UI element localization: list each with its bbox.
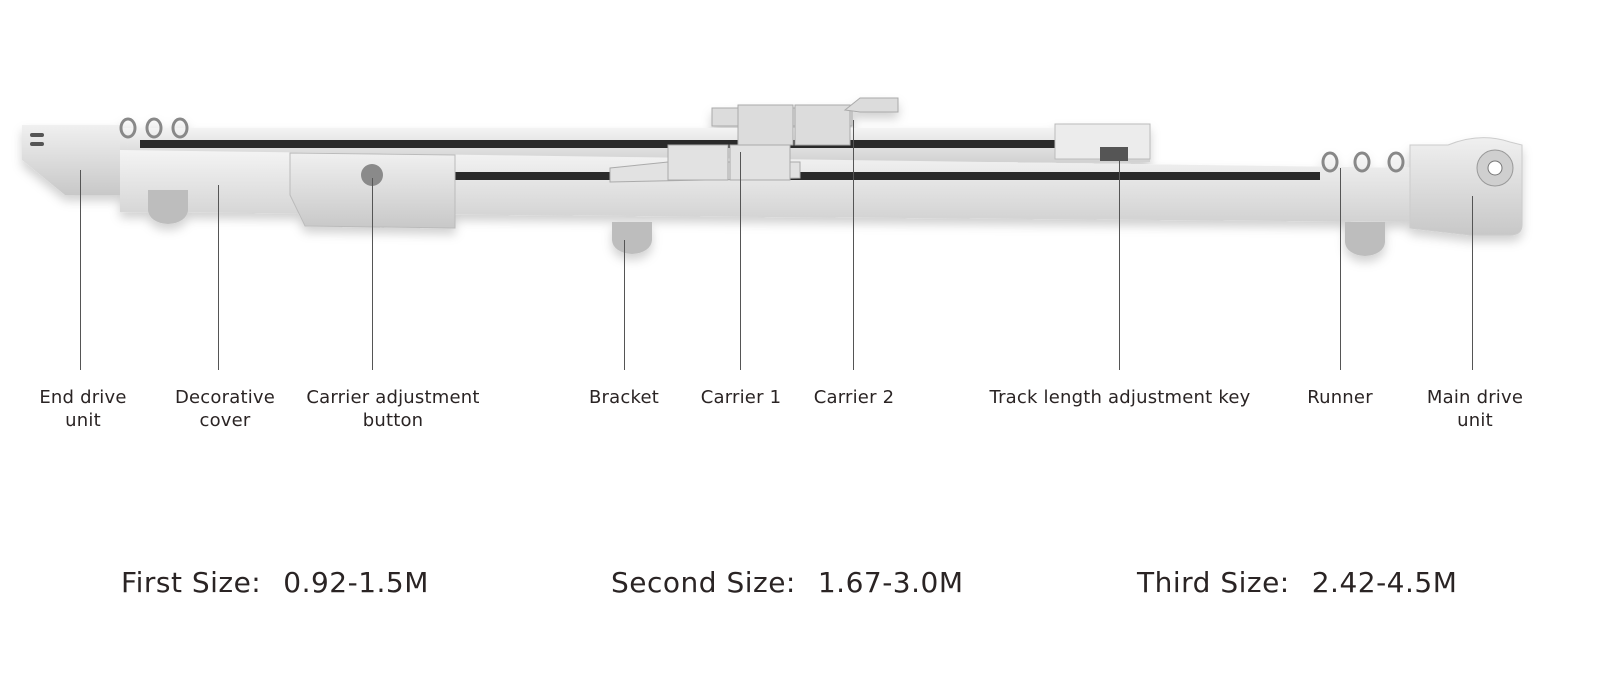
bracket: [148, 190, 1385, 256]
label-carrier-2: Carrier 2: [813, 387, 895, 408]
label-carrier-1: Carrier 1: [700, 387, 782, 408]
size-name: Third Size:: [1137, 566, 1290, 599]
size-second: Second Size: 1.67-3.0M: [611, 566, 964, 599]
end-drive-unit: [22, 125, 120, 195]
runner-rings: [119, 117, 1405, 173]
back-belt: [140, 140, 1055, 148]
size-range: 2.42-4.5M: [1311, 566, 1458, 599]
leader-carrier-2: [853, 120, 854, 370]
size-range: 0.92-1.5M: [283, 566, 429, 599]
carrier-2-shape: [711, 97, 899, 146]
label-main-drive-unit: Main drive unit: [1426, 387, 1524, 431]
label-runner: Runner: [1307, 387, 1373, 408]
leader-decorative-cover: [218, 185, 219, 370]
leader-carrier-adjustment-button: [372, 178, 373, 370]
leader-carrier-1: [740, 152, 741, 370]
main-drive-unit: [1409, 137, 1523, 236]
label-decorative-cover: Decorative cover: [174, 387, 276, 431]
leader-track-length-adjustment-key: [1119, 155, 1120, 370]
leader-main-drive-unit: [1472, 196, 1473, 370]
front-belt: [450, 172, 1320, 180]
label-end-drive-unit: End drive unit: [39, 387, 127, 431]
leader-end-drive-unit: [80, 170, 81, 370]
label-bracket: Bracket: [589, 387, 659, 408]
carrier-1-shape: [609, 144, 801, 183]
size-name: First Size:: [121, 566, 262, 599]
leader-runner: [1340, 168, 1341, 370]
size-third: Third Size: 2.42-4.5M: [1137, 566, 1457, 599]
size-first: First Size: 0.92-1.5M: [121, 566, 429, 599]
size-name: Second Size:: [611, 566, 796, 599]
label-carrier-adjustment-button: Carrier adjustment button: [306, 387, 480, 431]
size-range: 1.67-3.0M: [817, 566, 964, 599]
leader-bracket: [624, 240, 625, 370]
carrier-adjustment-button-shape: [361, 164, 383, 186]
label-track-length-adjustment-key: Track length adjustment key: [989, 387, 1251, 408]
